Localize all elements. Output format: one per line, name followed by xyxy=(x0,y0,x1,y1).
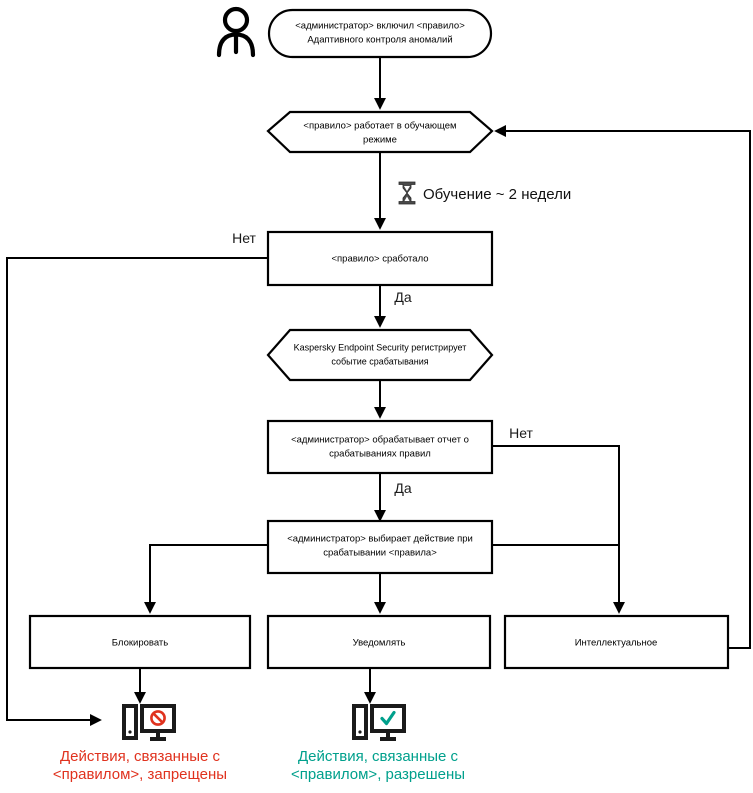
outcome-allowed-line2: <правилом>, разрешены xyxy=(291,766,465,783)
node-block: Блокировать xyxy=(28,614,252,670)
node-select-line1: <администратор> выбирает действие при xyxy=(287,534,473,545)
node-select-line2: срабатывании <правила> xyxy=(323,548,437,559)
node-rule-triggered: <правило> сработало xyxy=(266,230,494,287)
node-admin-selects-action: <администратор> выбирает действие при ср… xyxy=(266,519,494,575)
node-admin-processes-report: <администратор> обрабатывает отчет о сра… xyxy=(266,419,494,475)
edge-label-yes-report: Да xyxy=(394,480,411,496)
node-smart: Интеллектуальное xyxy=(503,614,730,670)
node-start-line1: <администратор> включил <правило> xyxy=(295,21,465,32)
node-notify: Уведомлять xyxy=(266,614,492,670)
edge-label-no-report: Нет xyxy=(509,425,533,441)
node-smart-label: Интеллектуальное xyxy=(575,638,658,649)
node-notify-label: Уведомлять xyxy=(353,638,406,649)
node-block-label: Блокировать xyxy=(112,638,168,649)
connector-select-to-block xyxy=(144,544,268,614)
edge-label-yes-triggered: Да xyxy=(394,289,411,305)
outcome-blocked-line1: Действия, связанные с xyxy=(60,748,221,765)
admin-person-icon xyxy=(216,6,256,58)
connector-smart-loopback xyxy=(494,125,751,649)
hourglass-icon xyxy=(398,181,416,205)
outcome-blocked-line2: <правилом>, запрещены xyxy=(53,766,227,783)
node-report-line1: <администратор> обрабатывает отчет о xyxy=(291,435,469,446)
connector-no-triggered-loop xyxy=(6,257,268,726)
outcome-allowed-line1: Действия, связанные с xyxy=(298,748,459,765)
node-learning-mode: <правило> работает в обучающем режиме xyxy=(266,110,494,154)
monitor-blocked-icon xyxy=(122,704,176,741)
node-report-line2: срабатываниях правил xyxy=(329,449,431,460)
timer-label: Обучение ~ 2 недели xyxy=(423,186,571,203)
node-kes-line1: Kaspersky Endpoint Security регистрирует xyxy=(294,342,467,352)
node-start: <администратор> включил <правило> Адапти… xyxy=(267,8,493,59)
node-rule-triggered-label: <правило> сработало xyxy=(331,254,428,265)
connector-no-report-to-smart xyxy=(492,445,625,614)
node-learning-line1: <правило> работает в обучающем xyxy=(303,121,456,132)
node-kes-registers: Kaspersky Endpoint Security регистрирует… xyxy=(266,328,494,382)
node-kes-line2: событие срабатывания xyxy=(331,356,428,366)
node-start-line2: Адаптивного контроля аномалий xyxy=(307,35,452,46)
node-learning-line2: режиме xyxy=(363,135,397,146)
monitor-allowed-icon xyxy=(352,704,406,741)
edge-label-no-triggered: Нет xyxy=(232,230,256,246)
